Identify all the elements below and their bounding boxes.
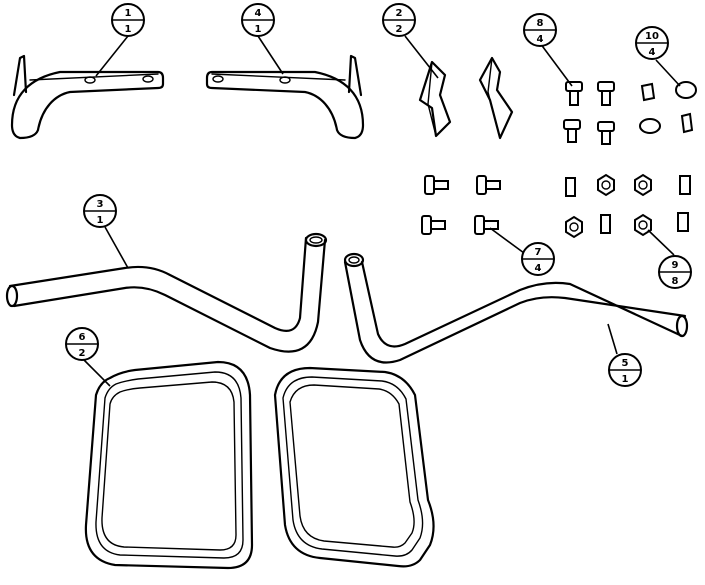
- svg-text:7: 7: [535, 247, 542, 258]
- callout-2: 2 2: [382, 3, 416, 37]
- svg-text:4: 4: [535, 263, 542, 274]
- callout-6: 6 2: [65, 327, 99, 361]
- cap: [680, 112, 694, 134]
- svg-text:1: 1: [255, 24, 262, 35]
- rivet: [563, 119, 581, 143]
- nut: [634, 173, 652, 197]
- part-7-rivets: [421, 175, 501, 235]
- nut: [565, 215, 583, 239]
- part-10-caps: [639, 81, 697, 134]
- svg-text:5: 5: [622, 358, 629, 369]
- cap: [639, 118, 661, 134]
- leader-7: [489, 227, 525, 254]
- part-5-right-tube: [343, 252, 689, 364]
- rivet: [476, 175, 501, 195]
- callout-10: 10 4: [635, 26, 669, 60]
- leader-5: [607, 323, 618, 355]
- leader-4: [257, 35, 284, 75]
- svg-text:3: 3: [97, 199, 104, 210]
- callout-3: 3 1: [83, 194, 117, 228]
- rivet: [421, 215, 446, 235]
- leader-10: [655, 59, 681, 87]
- leader-9: [647, 229, 675, 256]
- callout-8: 8 4: [523, 13, 557, 47]
- svg-text:2: 2: [79, 348, 86, 359]
- svg-text:2: 2: [396, 8, 403, 19]
- nut-side: [600, 214, 611, 234]
- svg-text:4: 4: [255, 8, 262, 19]
- nut-side: [565, 177, 576, 197]
- rivet: [565, 81, 583, 106]
- part-8-rivets: [563, 81, 615, 145]
- cap: [675, 81, 697, 99]
- part-4-right-bracket: [205, 54, 365, 140]
- part-2-clip-second: [478, 56, 514, 140]
- callout-5: 5 1: [608, 353, 642, 387]
- leader-8: [539, 42, 573, 87]
- svg-text:4: 4: [537, 34, 544, 45]
- callout-7: 7 4: [521, 242, 555, 276]
- leader-1: [95, 35, 129, 77]
- part-3-left-tube: [5, 232, 328, 353]
- leader-2: [404, 35, 439, 79]
- rivet: [424, 175, 449, 195]
- rivet: [597, 121, 615, 145]
- rivet: [597, 81, 615, 106]
- part-2-clip: [418, 60, 452, 138]
- svg-text:4: 4: [649, 47, 656, 58]
- svg-text:1: 1: [125, 24, 132, 35]
- part-1-left-bracket: [10, 54, 165, 140]
- callout-1: 1 1: [111, 3, 145, 37]
- svg-text:9: 9: [672, 260, 679, 271]
- cap: [640, 82, 656, 102]
- nut: [634, 213, 652, 237]
- nut-side: [679, 175, 691, 195]
- svg-text:10: 10: [645, 31, 659, 42]
- leader-3: [104, 226, 129, 269]
- leader-6: [83, 359, 111, 387]
- svg-text:1: 1: [622, 374, 629, 385]
- svg-text:1: 1: [125, 8, 132, 19]
- svg-text:8: 8: [537, 18, 544, 29]
- svg-text:1: 1: [97, 215, 104, 226]
- callout-4: 4 1: [241, 3, 275, 37]
- svg-text:2: 2: [396, 24, 403, 35]
- nut: [597, 173, 615, 197]
- part-6-frame-right: [273, 366, 435, 568]
- part-6-frame-left: [84, 360, 254, 570]
- leader-lines: [83, 35, 681, 387]
- svg-text:8: 8: [672, 276, 679, 287]
- callout-9: 9 8: [658, 255, 692, 289]
- svg-text:6: 6: [79, 332, 86, 343]
- rivet: [474, 215, 499, 235]
- nut-side: [677, 212, 689, 232]
- part-9-nuts: [565, 173, 691, 239]
